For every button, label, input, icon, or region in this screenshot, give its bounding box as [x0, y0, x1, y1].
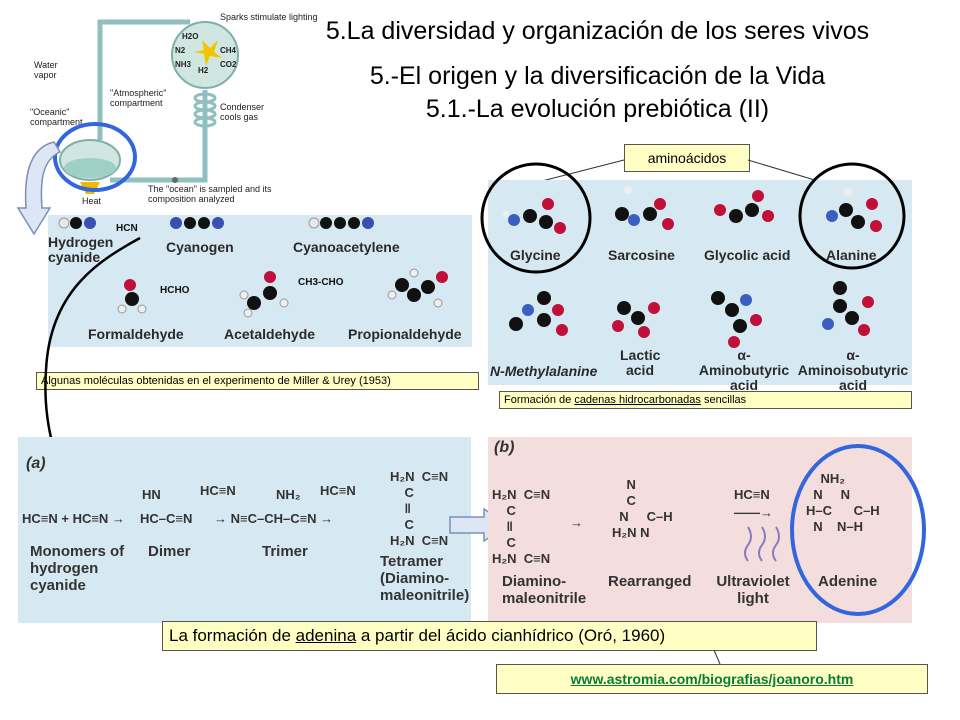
arrow-1: →	[570, 515, 583, 530]
aminoisobutyric-model	[822, 281, 874, 336]
label-formaldehyde: Formaldehyde	[88, 326, 184, 342]
caption-cadenas-underlined: cadenas hidrocarbonadas	[574, 394, 701, 406]
apparatus-drawing	[30, 10, 285, 210]
formula-hcho: HCHO	[160, 285, 190, 296]
gas-6: CO2	[220, 60, 237, 69]
panel-a-label: (a)	[26, 455, 46, 472]
reaction-hcn-1: HC≡N	[200, 483, 236, 498]
caption-cadenas-pre: Formación de	[504, 394, 575, 406]
amino-highlight-circles	[480, 162, 906, 274]
aminobutyric-model	[711, 291, 762, 348]
reaction-trimer: → N≡C–CH–C≡N →	[214, 511, 334, 526]
label-propionaldehyde: Propionaldehyde	[348, 326, 462, 342]
miller-urey-apparatus: Sparks stimulate lighting Water vapor "O…	[30, 10, 318, 210]
label-sparks: Sparks stimulate lighting	[220, 12, 318, 22]
label-glycine: Glycine	[510, 247, 561, 263]
label-trimer: Trimer	[262, 543, 308, 560]
label-rearranged: Rearranged	[608, 573, 692, 590]
reaction-dimer: HC–C≡N	[140, 511, 193, 526]
sarcosine-model	[615, 186, 674, 230]
caption-adenina: La formación de adenina a partir del áci…	[162, 621, 817, 651]
label-alanine: Alanine	[826, 247, 877, 263]
formula-hcn: HCN	[116, 223, 138, 234]
caption-adenina-post: a partir del ácido cianhídrico (Oró, 196…	[356, 626, 666, 645]
caption-cadenas-post: sencillas	[700, 394, 747, 406]
amino-acids-drawing	[503, 186, 882, 348]
gas-1: H2O	[182, 32, 199, 41]
glycine-model	[503, 198, 566, 234]
label-atmospheric: "Atmospheric" compartment	[110, 88, 167, 108]
n-methylalanine-model	[509, 291, 568, 336]
panel-a: (a) HC≡N + HC≡N → HN HC–C≡N HC≡N → N≡C–C…	[18, 437, 471, 623]
molecules-drawing	[58, 217, 448, 318]
gas-2: N2	[175, 46, 186, 55]
label-glycolic-acid: Glycolic acid	[704, 247, 791, 263]
caption-cadenas: Formación de cadenas hidrocarbonadas sen…	[499, 391, 912, 409]
uv-arrow: ——→	[734, 505, 773, 520]
link-joan-oro[interactable]: www.astromia.com/biografias/joanoro.htm	[496, 664, 928, 694]
flask-highlight-circle	[53, 122, 137, 192]
label-adenine: Adenine	[818, 573, 878, 590]
caption-adenina-pre: La formación de	[169, 626, 296, 645]
uv-hcn: HC≡N	[734, 487, 770, 502]
caption-adenina-underlined: adenina	[295, 626, 357, 645]
alanine-model	[826, 188, 882, 232]
label-ocean-sampled: The "ocean" is sampled and its compositi…	[148, 184, 272, 204]
label-dimer: Dimer	[148, 543, 191, 560]
label-tetramer: Tetramer (Diamino-maleonitrile)	[380, 553, 470, 604]
lactic-acid-model	[612, 301, 660, 338]
tag-connector-lines	[541, 159, 819, 182]
label-cyanogen: Cyanogen	[166, 239, 234, 255]
title-line-1: 5.La diversidad y organización de los se…	[325, 17, 870, 45]
gas-4: NH3	[175, 60, 192, 69]
label-heat: Heat	[82, 196, 102, 206]
title-line-2: 5.-El origen y la diversificación de la …	[369, 62, 826, 90]
formula-ch3cho: CH3-CHO	[298, 277, 344, 288]
label-aminoisobutyric: α-Aminoisobutyric acid	[797, 347, 909, 393]
reaction-trimer-nh2: NH₂	[276, 487, 301, 502]
label-sarcosine: Sarcosine	[608, 247, 675, 263]
reaction-monomers: HC≡N + HC≡N →	[22, 511, 125, 526]
amino-acids-panel: Glycine Sarcosine Glycolic acid Alanine …	[488, 180, 912, 393]
block-arrow-icon	[16, 141, 62, 236]
label-water-vapor: Water vapor	[34, 60, 58, 80]
glycolic-acid-model	[714, 190, 774, 223]
gas-5: H2	[198, 66, 209, 75]
label-monomers: Monomers of hydrogen cyanide	[30, 543, 125, 594]
pointer-line	[713, 650, 721, 665]
label-condenser: Condenser cools gas	[220, 102, 265, 122]
label-n-methylalanine: N-Methylalanine	[490, 363, 598, 379]
title-line-3: 5.1.-La evolución prebiótica (II)	[425, 95, 770, 123]
tag-aminoacidos: aminoácidos	[624, 144, 750, 172]
label-oceanic: "Oceanic" compartment	[30, 107, 83, 127]
uv-wave-icon	[744, 526, 780, 562]
label-cyanoacetylene: Cyanoacetylene	[293, 239, 400, 255]
adenine-highlight-circle	[790, 444, 926, 616]
caption-miller-urey: Algunas moléculas obtenidas en el experi…	[36, 372, 479, 390]
label-lactic-acid: Lactic acid	[620, 347, 661, 378]
label-hydrogen-cyanide: Hydrogen cyanide	[48, 234, 114, 265]
label-aminobutyric: α-Aminobutyric acid	[698, 347, 790, 393]
panel-b-label: (b)	[494, 439, 515, 456]
label-uv-light: Ultraviolet light	[716, 573, 790, 607]
reaction-hcn-2: HC≡N	[320, 483, 356, 498]
label-diamino: Diamino-maleonitrile	[502, 573, 587, 607]
molecules-panel: Hydrogen cyanide Cyanogen Cyanoacetylene…	[48, 215, 472, 347]
reaction-dimer-hn: HN	[142, 487, 161, 502]
gas-3: CH4	[220, 46, 237, 55]
label-acetaldehyde: Acetaldehyde	[224, 326, 316, 342]
